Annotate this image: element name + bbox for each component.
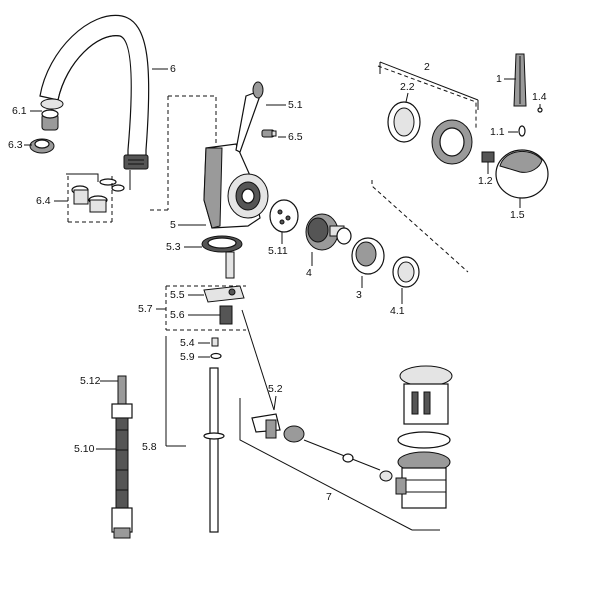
label-5-6: 5.6 xyxy=(170,309,185,321)
cartridge-part-4 xyxy=(305,213,352,251)
clip-part-4-1 xyxy=(392,256,420,288)
cover-part-2 xyxy=(379,61,479,110)
handle-part-1-5 xyxy=(495,149,549,199)
label-5-11: 5.11 xyxy=(268,245,288,257)
label-1-2: 1.2 xyxy=(478,175,493,187)
waste-plug xyxy=(395,365,453,509)
cover-cap xyxy=(431,119,473,165)
screw-part-6-5 xyxy=(261,129,277,138)
dashed-guide-cover xyxy=(371,65,477,273)
mixer-body-part-5 xyxy=(203,143,269,229)
label-5-7: 5.7 xyxy=(138,303,153,315)
label-5-1: 5.1 xyxy=(288,99,303,111)
bracket-part-7 xyxy=(239,398,440,531)
stud-part-5-6 xyxy=(219,305,233,325)
label-1-1: 1.1 xyxy=(490,126,505,138)
label-5-3: 5.3 xyxy=(166,241,181,253)
aerator-ring-part-6-3 xyxy=(29,138,55,154)
label-4: 4 xyxy=(306,267,312,279)
base-ring-part-5-3 xyxy=(201,235,243,279)
label-5: 5 xyxy=(170,219,176,231)
aerator-part-6-1 xyxy=(40,98,64,131)
label-5-4: 5.4 xyxy=(180,337,195,349)
label-6: 6 xyxy=(170,63,176,75)
label-5-12: 5.12 xyxy=(80,375,101,387)
label-6-3: 6.3 xyxy=(8,139,23,151)
nut-part-5-5 xyxy=(203,285,245,303)
label-5-8: 5.8 xyxy=(142,441,157,453)
nut-part-3 xyxy=(351,237,385,275)
label-5-5: 5.5 xyxy=(170,289,185,301)
label-6-1: 6.1 xyxy=(12,105,27,117)
label-2: 2 xyxy=(424,61,430,73)
washer-part-1-4 xyxy=(537,104,543,113)
label-5-10: 5.10 xyxy=(74,443,95,455)
spout-fittings-part-6-4 xyxy=(66,170,131,223)
label-5-2: 5.2 xyxy=(268,383,283,395)
label-6-5: 6.5 xyxy=(288,131,303,143)
o-ring-part-1-1 xyxy=(518,125,526,137)
cartridge-seat-part-5-11 xyxy=(269,199,299,233)
label-3: 3 xyxy=(356,289,362,301)
label-1-4: 1.4 xyxy=(532,91,547,103)
lever-part-5-1 xyxy=(235,81,264,153)
label-7: 7 xyxy=(326,491,332,503)
dashed-guide-body xyxy=(150,95,217,211)
label-1-5: 1.5 xyxy=(510,209,525,221)
waste-fittings-part-7 xyxy=(283,425,393,482)
flex-hose-part-5-10 xyxy=(111,375,133,539)
screw-part-5-4 xyxy=(211,337,219,347)
o-ring-part-5-9 xyxy=(210,352,222,360)
label-1: 1 xyxy=(496,73,502,85)
label-5-9: 5.9 xyxy=(180,351,195,363)
insert-part-1-2 xyxy=(481,151,495,163)
lift-rod-part-5-2 xyxy=(241,309,281,439)
label-6-4: 6.4 xyxy=(36,195,51,207)
callout-labels: 6 6.1 6.3 6.4 5.1 6.5 5 5.3 5.11 4 3 4.1… xyxy=(8,61,547,503)
spout-part-6 xyxy=(39,14,150,170)
bracket-part-5-7 xyxy=(165,285,246,331)
ring-part-2-2 xyxy=(387,101,421,143)
label-4-1: 4.1 xyxy=(390,305,405,317)
label-2-2: 2.2 xyxy=(400,81,415,93)
threaded-rod-part-5-8 xyxy=(165,336,225,533)
pin-part-1 xyxy=(513,53,527,107)
